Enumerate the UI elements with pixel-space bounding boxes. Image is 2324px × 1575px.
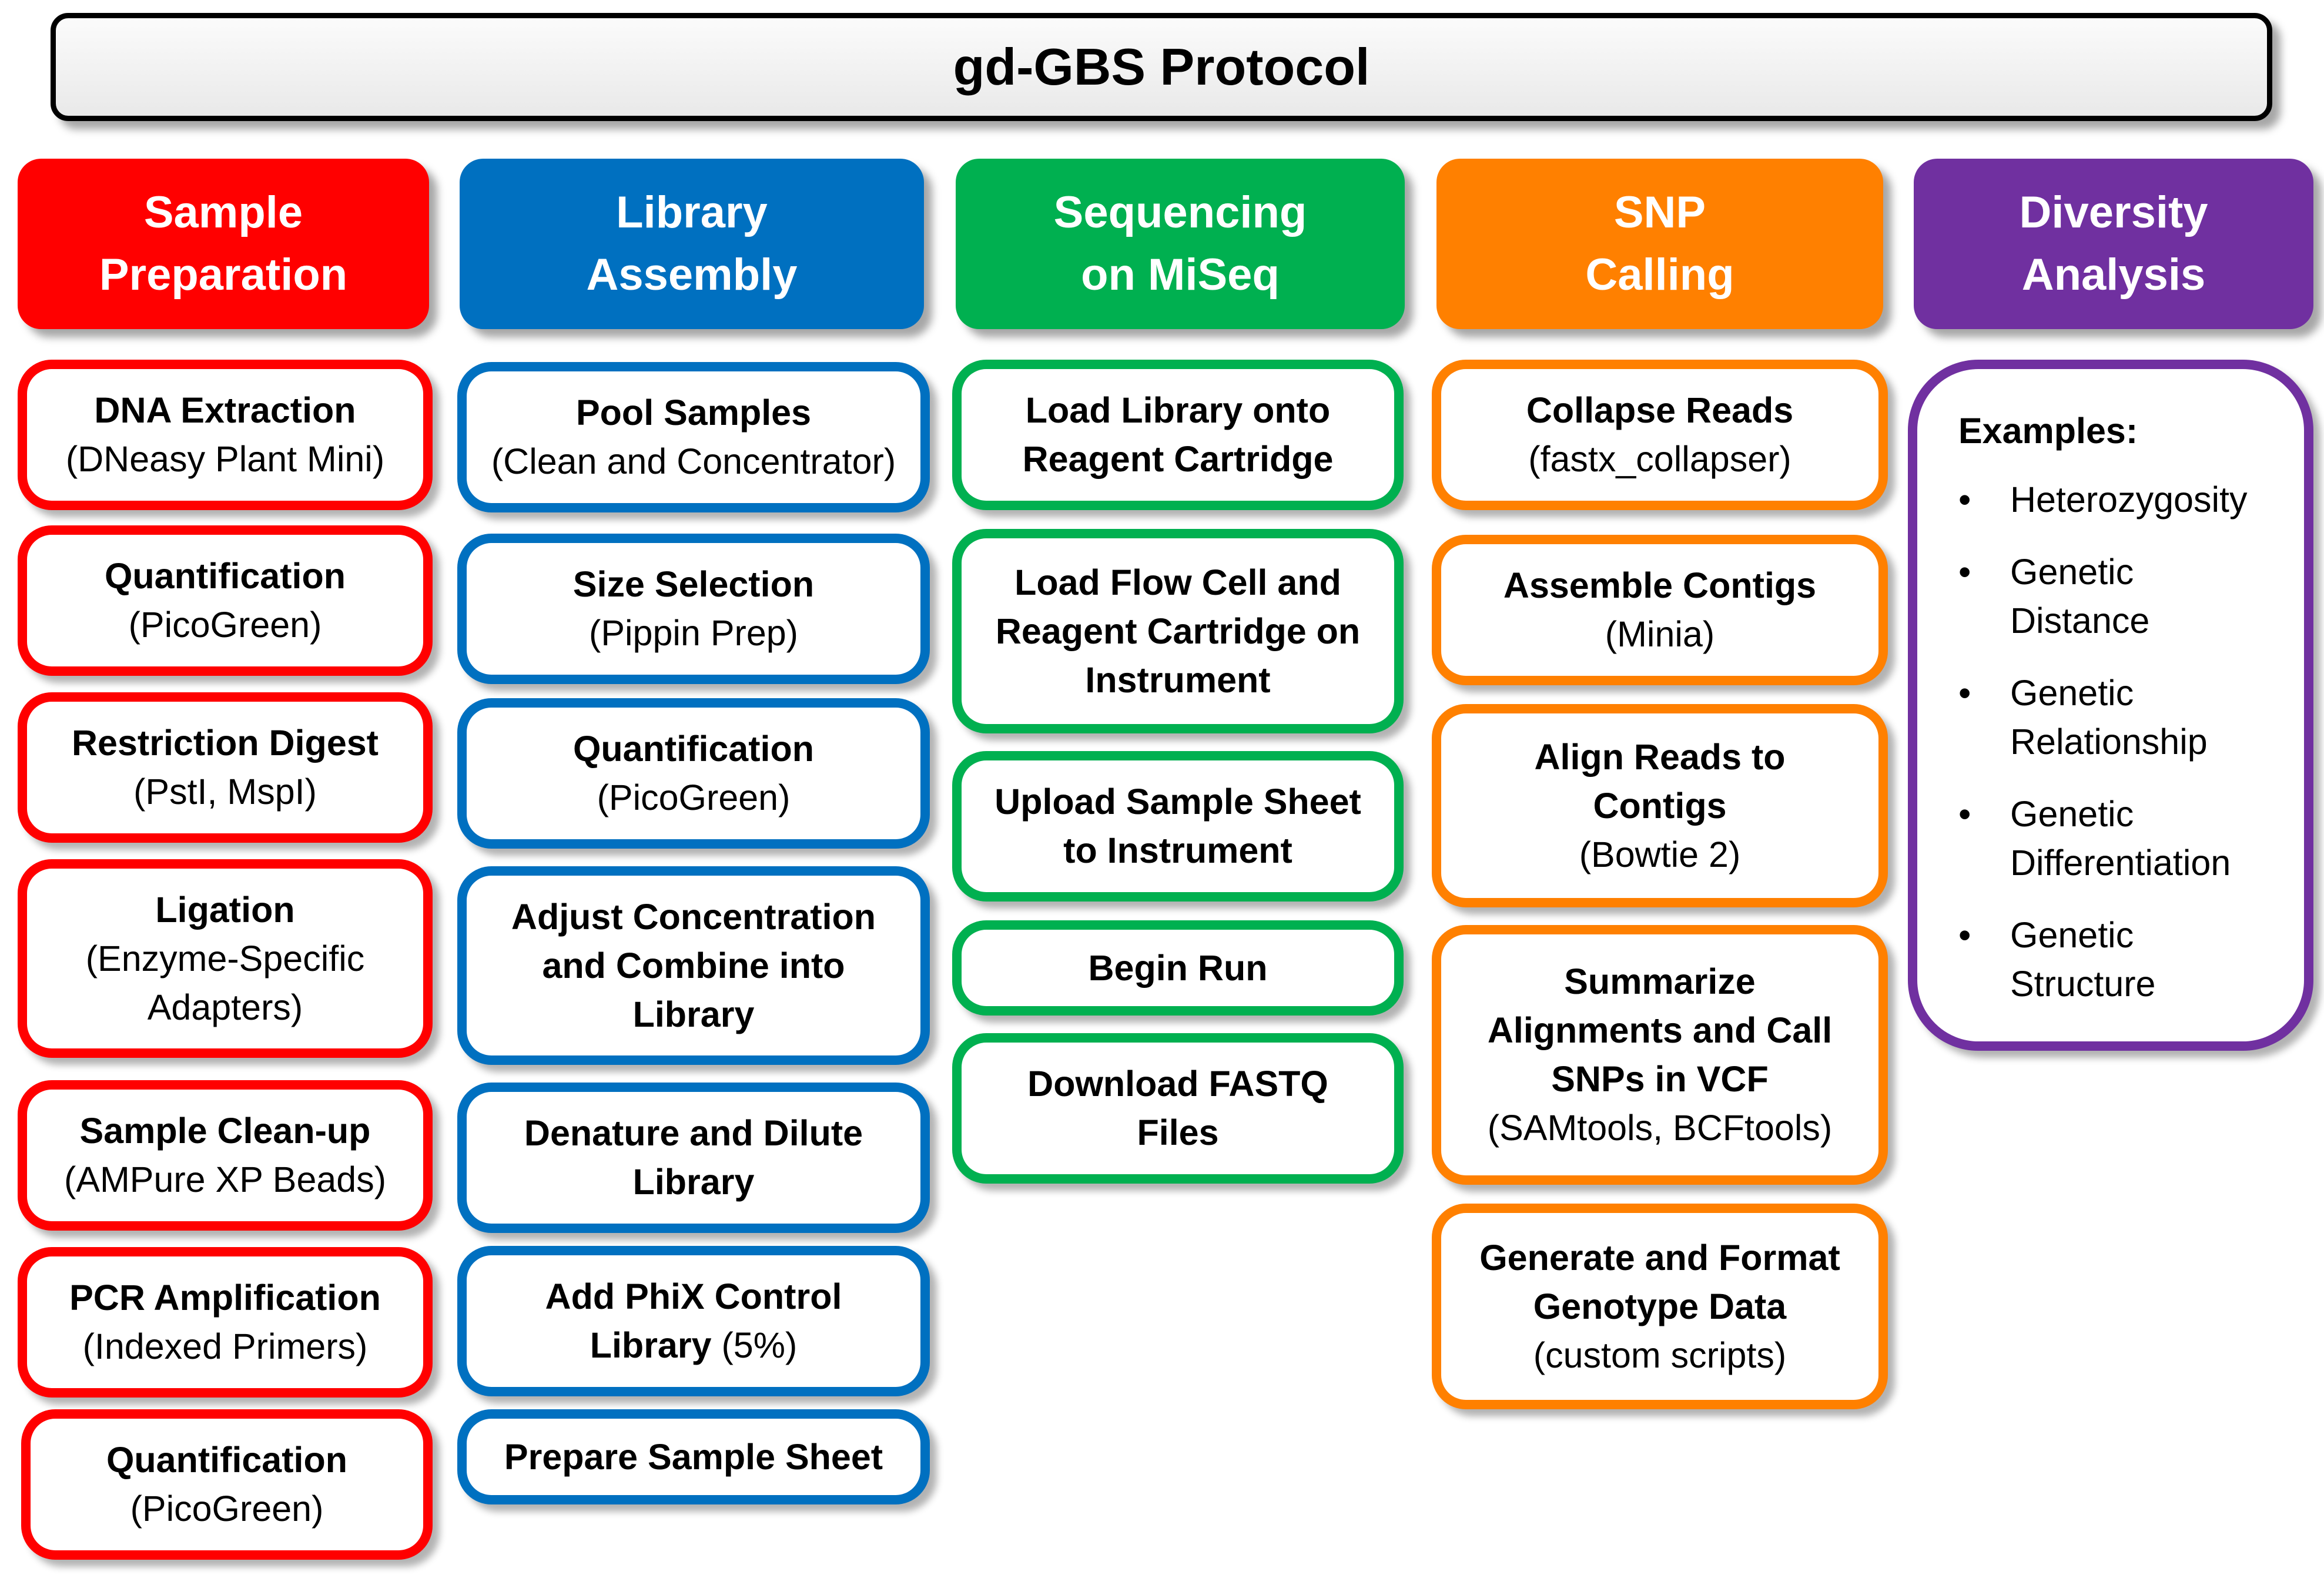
step-pool-samples: Pool Samples (Clean and Concentrator): [457, 362, 930, 512]
step-detail: (Pippin Prep): [589, 613, 798, 653]
step-title: Generate and Format Genotype Data: [1479, 1237, 1840, 1326]
list-item: • Heterozygosity: [1958, 475, 2286, 524]
step-dna-extraction: DNA Extraction (DNeasy Plant Mini): [18, 360, 433, 510]
step-load-flow-cell: Load Flow Cell and Reagent Cartridge on …: [952, 529, 1404, 733]
list-item: • Genetic Structure: [1958, 911, 2286, 1008]
step-title: Align Reads to Contigs: [1534, 736, 1786, 826]
step-upload-sample-sheet: Upload Sample Sheet to Instrument: [952, 751, 1404, 902]
step-title: DNA Extraction: [94, 390, 356, 430]
step-adjust-concentration: Adjust Concentration and Combine into Li…: [457, 866, 930, 1065]
step-title: Upload Sample Sheet to Instrument: [994, 782, 1361, 870]
step-library-quantification: Quantification (PicoGreen): [457, 698, 930, 849]
step-detail: (Bowtie 2): [1579, 834, 1741, 874]
step-detail: (Clean and Concentrator): [491, 441, 896, 481]
step-assemble-contigs: Assemble Contigs (Minia): [1432, 535, 1888, 685]
step-title: Add PhiX Control: [545, 1276, 842, 1316]
example-label: Genetic Relationship: [2010, 673, 2208, 762]
step-size-selection: Size Selection (Pippin Prep): [457, 534, 930, 684]
diversity-examples-box: Examples: • Heterozygosity • Genetic Dista…: [1908, 360, 2313, 1051]
header-snp-calling: SNP Calling: [1436, 159, 1883, 329]
step-detail: (PicoGreen): [597, 778, 791, 817]
step-title: Assemble Contigs: [1503, 565, 1817, 605]
step-detail: (PicoGreen): [130, 1489, 324, 1529]
step-summarize-alignments: Summarize Alignments and Call SNPs in VC…: [1432, 925, 1888, 1185]
step-collapse-reads: Collapse Reads (fastx_collapser): [1432, 360, 1888, 510]
step-denature-dilute: Denature and Dilute Library: [457, 1083, 930, 1233]
step-detail: (Minia): [1605, 614, 1715, 654]
example-label: Heterozygosity: [2010, 480, 2248, 520]
step-title-line-2: Library: [590, 1325, 712, 1365]
step-title: Collapse Reads: [1526, 390, 1794, 430]
step-restriction-digest: Restriction Digest (PstI, MspI): [18, 692, 433, 843]
step-detail: (AMPure XP Beads): [63, 1160, 387, 1199]
step-prepare-sample-sheet: Prepare Sample Sheet: [457, 1409, 930, 1504]
step-title: Load Flow Cell and Reagent Cartridge on …: [995, 562, 1361, 700]
step-ligation: Ligation (Enzyme-Specific Adapters): [18, 859, 433, 1058]
step-title: Quantification: [106, 1440, 348, 1480]
step-pcr-amplification: PCR Amplification (Indexed Primers): [18, 1247, 433, 1398]
example-label: Genetic Differentiation: [2010, 794, 2231, 883]
example-label: Genetic Structure: [2010, 915, 2156, 1004]
step-detail: (Indexed Primers): [82, 1326, 368, 1366]
list-item: • Genetic Differentiation: [1958, 790, 2286, 887]
step-detail: (PicoGreen): [128, 605, 322, 645]
step-detail: (5%): [721, 1325, 798, 1365]
step-begin-run: Begin Run: [952, 920, 1404, 1016]
step-title: Ligation: [155, 889, 295, 930]
step-title: Download FASTQ Files: [1027, 1064, 1328, 1152]
step-title: Denature and Dilute Library: [524, 1113, 863, 1202]
step-detail: (Enzyme-Specific Adapters): [85, 938, 365, 1027]
step-detail: (custom scripts): [1533, 1335, 1787, 1375]
step-quantification-2: Quantification (PicoGreen): [21, 1409, 433, 1560]
examples-list: • Heterozygosity • Genetic Distance • Genet…: [1958, 475, 2286, 1008]
step-sample-clean-up: Sample Clean-up (AMPure XP Beads): [18, 1080, 433, 1231]
step-add-phix-control: Add PhiX Control Library (5%): [457, 1246, 930, 1396]
step-detail: (SAMtools, BCFtools): [1487, 1108, 1833, 1148]
step-title: Begin Run: [1088, 947, 1268, 988]
step-title: Adjust Concentration and Combine into Li…: [511, 896, 876, 1034]
bullet-icon: •: [1958, 480, 1971, 520]
step-title: Restriction Digest: [72, 723, 379, 763]
list-item: • Genetic Relationship: [1958, 669, 2286, 766]
header-sequencing: Sequencing on MiSeq: [956, 159, 1405, 329]
examples-heading: Examples:: [1958, 411, 2138, 451]
step-title: Quantification: [104, 556, 346, 596]
header-library-assembly: Library Assembly: [460, 159, 924, 329]
header-diversity-analysis: Diversity Analysis: [1914, 159, 2313, 329]
bullet-icon: •: [1958, 552, 1971, 592]
step-title: Quantification: [572, 729, 815, 769]
step-quantification-1: Quantification (PicoGreen): [18, 525, 433, 676]
bullet-icon: •: [1958, 673, 1971, 713]
step-title: Size Selection: [572, 564, 815, 604]
list-item: • Genetic Distance: [1958, 548, 2286, 645]
step-title: Pool Samples: [575, 393, 811, 433]
step-title: Load Library onto Reagent Cartridge: [1022, 390, 1334, 479]
step-detail: (PstI, MspI): [133, 772, 317, 812]
step-detail: (fastx_collapser): [1528, 439, 1791, 479]
header-sample-preparation: Sample Preparation: [18, 159, 429, 329]
step-title: Prepare Sample Sheet: [504, 1436, 883, 1477]
step-load-library: Load Library onto Reagent Cartridge: [952, 360, 1404, 510]
step-title: Summarize Alignments and Call SNPs in VC…: [1487, 961, 1833, 1099]
step-align-reads: Align Reads to Contigs (Bowtie 2): [1432, 704, 1888, 907]
page-title: gd-GBS Protocol: [953, 38, 1370, 96]
step-title: Sample Clean-up: [79, 1111, 371, 1151]
step-generate-genotype-data: Generate and Format Genotype Data (custo…: [1432, 1204, 1888, 1409]
example-label: Genetic Distance: [2010, 552, 2150, 641]
step-title: PCR Amplification: [69, 1278, 381, 1318]
bullet-icon: •: [1958, 915, 1971, 955]
protocol-title-bar: gd-GBS Protocol: [51, 13, 2272, 121]
bullet-icon: •: [1958, 794, 1971, 834]
step-detail: (DNeasy Plant Mini): [65, 439, 385, 479]
step-download-fastq: Download FASTQ Files: [952, 1033, 1404, 1184]
